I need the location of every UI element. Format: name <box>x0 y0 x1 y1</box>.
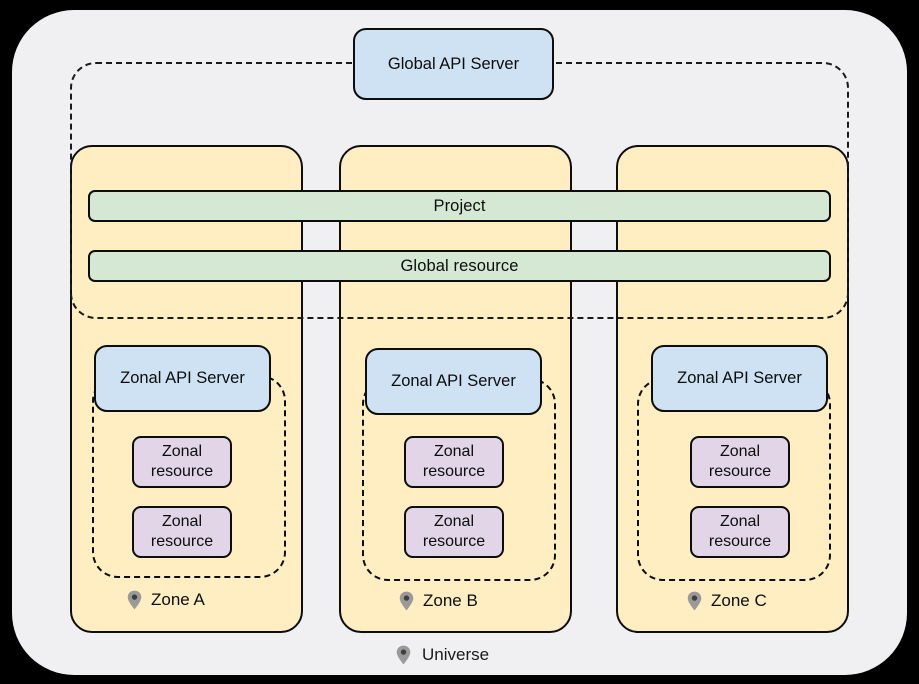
zone-c-label: Zone C <box>687 591 767 611</box>
zone-a-zonal-resource-1[interactable]: Zonal resource <box>132 436 232 488</box>
zone-c-zonal-api-server[interactable]: Zonal API Server <box>651 345 828 412</box>
zonal-resource-line1: Zonal <box>433 513 475 530</box>
zone-a-name: Zone A <box>151 590 205 609</box>
global-api-server-node[interactable]: Global API Server <box>353 28 554 100</box>
universe-label-text: Universe <box>422 645 490 664</box>
global-bar-global-resource[interactable]: Global resource <box>88 250 831 282</box>
zonal-resource-line2: resource <box>422 463 486 480</box>
map-pin-icon <box>399 591 414 611</box>
zone-b-label: Zone B <box>399 591 478 611</box>
zone-b-zonal-api-server[interactable]: Zonal API Server <box>365 348 542 415</box>
zonal-resource-line2: resource <box>708 533 772 550</box>
zone-c-zonal-resource-2[interactable]: Zonal resource <box>690 506 790 558</box>
zonal-resource-line1: Zonal <box>161 443 203 460</box>
zonal-resource-line1: Zonal <box>719 443 761 460</box>
zone-a-zonal-api-server[interactable]: Zonal API Server <box>94 345 271 412</box>
zonal-resource-line2: resource <box>150 533 214 550</box>
zonal-resource-line2: resource <box>150 463 214 480</box>
zonal-resource-line1: Zonal <box>161 513 203 530</box>
map-pin-icon <box>127 590 142 610</box>
zonal-resource-line2: resource <box>708 463 772 480</box>
zone-b-zonal-resource-1[interactable]: Zonal resource <box>404 436 504 488</box>
zone-b-name: Zone B <box>423 591 478 610</box>
universe-label: Universe <box>396 645 489 665</box>
global-bar-project[interactable]: Project <box>88 190 831 222</box>
zone-c-name: Zone C <box>711 591 767 610</box>
map-pin-icon <box>687 591 702 611</box>
map-pin-icon <box>396 645 411 665</box>
zonal-resource-line1: Zonal <box>433 443 475 460</box>
zone-a-label: Zone A <box>127 590 205 610</box>
zonal-resource-line1: Zonal <box>719 513 761 530</box>
zone-c-zonal-resource-1[interactable]: Zonal resource <box>690 436 790 488</box>
zonal-resource-line2: resource <box>422 533 486 550</box>
zone-a-zonal-resource-2[interactable]: Zonal resource <box>132 506 232 558</box>
zone-b-zonal-resource-2[interactable]: Zonal resource <box>404 506 504 558</box>
